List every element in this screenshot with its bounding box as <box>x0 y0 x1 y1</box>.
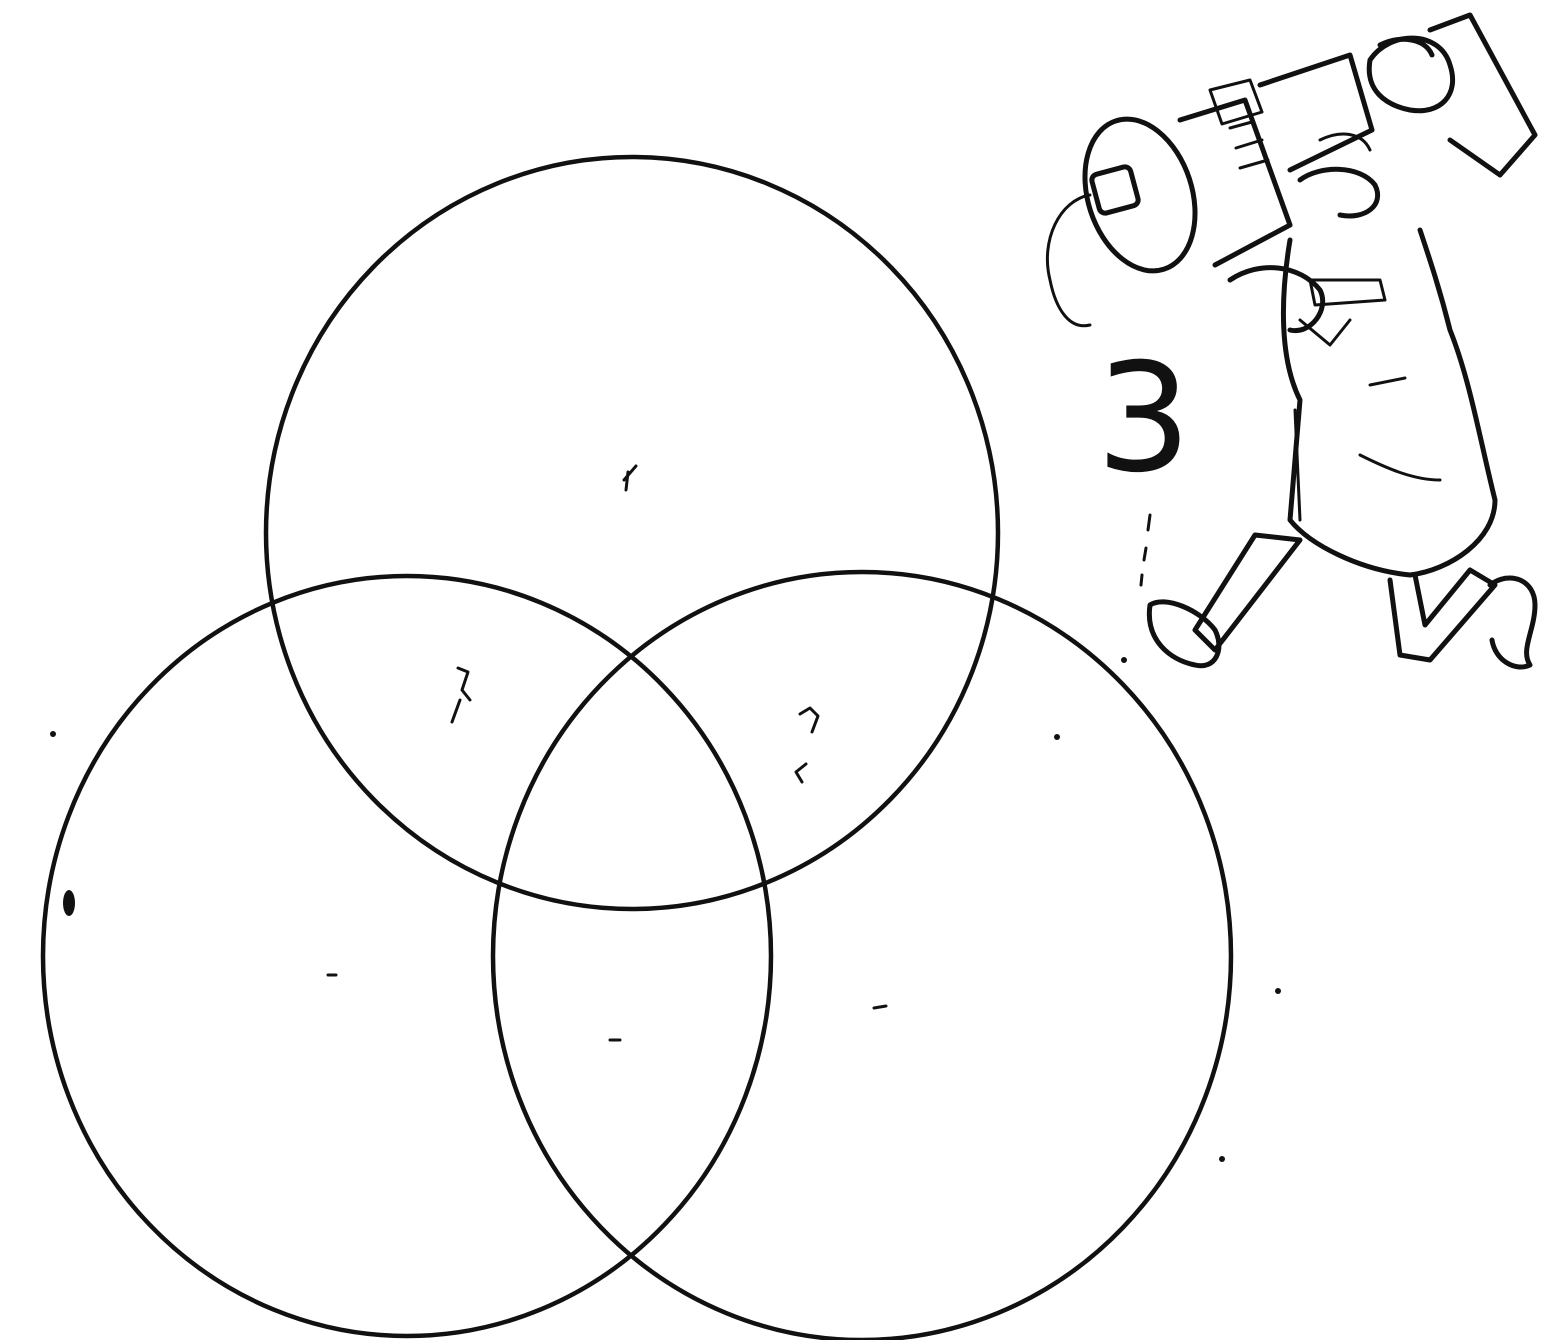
venn-circle-bottom-right <box>493 572 1231 1340</box>
venn-circle-bottom-left <box>43 576 771 1336</box>
number-label: 3 <box>1096 332 1191 506</box>
venn-circle-top <box>266 157 998 909</box>
ink-blot <box>63 890 75 916</box>
camera-icon <box>1047 55 1372 326</box>
venn-diagram <box>43 157 1231 1340</box>
scan-specks <box>50 466 1281 1162</box>
